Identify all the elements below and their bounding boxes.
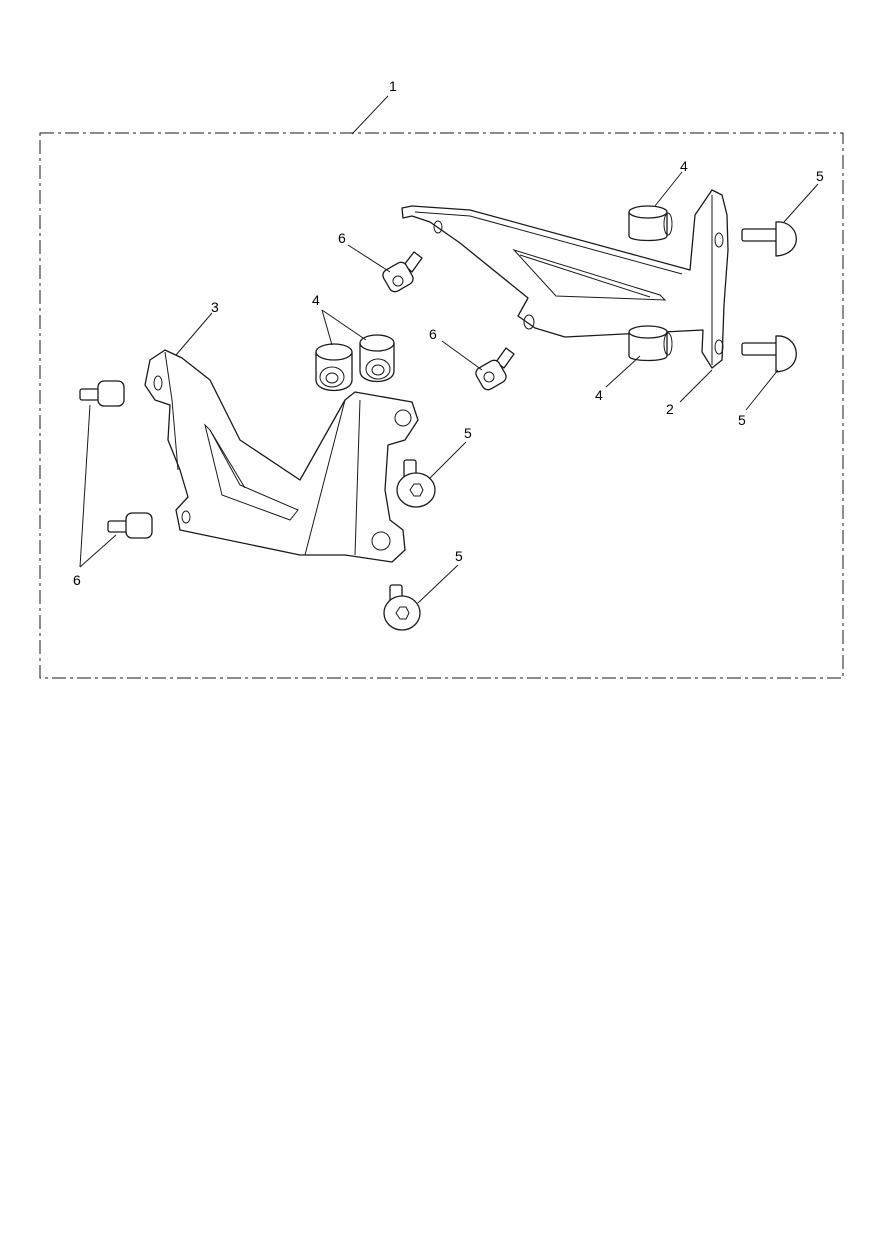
spacer-left-b	[359, 334, 395, 383]
bolt-button-right-top	[741, 221, 797, 257]
leader-6-left-a	[79, 404, 91, 568]
callout-2: 2	[666, 401, 674, 417]
leader-6-left-b	[79, 534, 117, 568]
leader-4-left-a	[321, 309, 333, 346]
bolt-button-lower-b	[383, 584, 421, 631]
bolt-cap-left-top	[79, 380, 125, 407]
callout-4-bottom-right: 4	[595, 387, 603, 403]
bracket-right	[401, 189, 729, 369]
spacer-right-bottom	[628, 325, 673, 362]
bolt-cap-left-bottom	[107, 512, 153, 539]
leader-4-left-b	[321, 309, 367, 341]
callout-6-center-top: 6	[338, 230, 346, 246]
leader-3	[175, 312, 213, 356]
leader-5-low	[417, 564, 459, 604]
leader-5-bottom-right	[745, 369, 779, 411]
leader-6-center-top	[347, 244, 391, 273]
leader-5-top-right	[783, 183, 819, 223]
callout-1: 1	[389, 78, 397, 94]
callout-5-bottom-right: 5	[738, 412, 746, 428]
leader-4-bottom-right	[605, 355, 641, 388]
leader-4-top-right	[654, 171, 683, 207]
spacer-left-a	[315, 343, 353, 392]
callout-6-left: 6	[73, 572, 81, 588]
leader-6-center-mid	[441, 340, 483, 371]
callout-6-center-mid: 6	[429, 326, 437, 342]
callout-5-low: 5	[455, 548, 463, 564]
callout-5-top-right: 5	[816, 168, 824, 184]
bolt-cap-center-top	[382, 251, 423, 293]
leader-1	[351, 95, 389, 135]
bolt-button-right-bottom	[741, 335, 797, 373]
leader-2	[679, 369, 713, 403]
bolt-cap-center-mid	[475, 347, 515, 391]
bracket-left	[144, 349, 419, 563]
callout-4-top-right: 4	[680, 158, 688, 174]
spacer-right-top	[628, 205, 673, 242]
bolt-button-lower-a	[396, 459, 436, 508]
callout-3: 3	[211, 299, 219, 315]
kit-boundary	[39, 132, 844, 679]
callout-5-mid: 5	[464, 425, 472, 441]
callout-4-left: 4	[312, 292, 320, 308]
leader-5-mid	[429, 441, 467, 479]
